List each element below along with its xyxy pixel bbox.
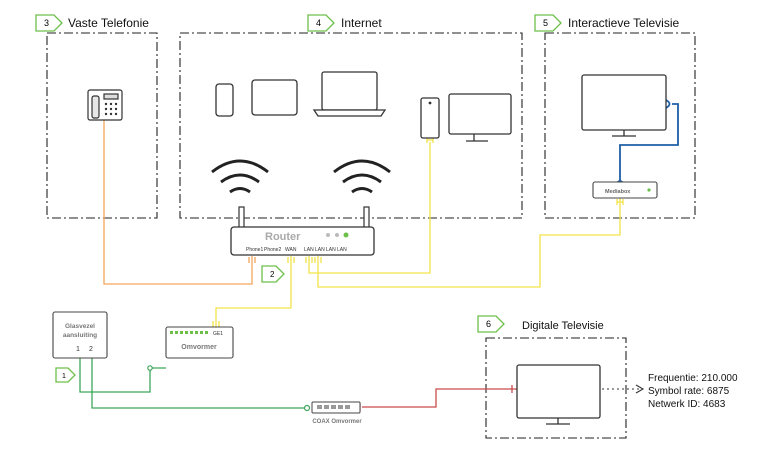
cable-fiber-2	[91, 358, 310, 409]
tv-digital-icon	[516, 364, 601, 425]
router-port-phone1: Phone1	[246, 247, 263, 253]
wifi-icon-right	[333, 159, 391, 194]
marker-number: 1	[62, 373, 66, 380]
glasvezel-port-1: 1	[76, 346, 80, 353]
section-title-digitale-tv: Digitale Televisie	[522, 320, 604, 332]
cable-wan	[215, 256, 292, 327]
desk-phone-icon	[87, 89, 123, 121]
router-port-lan1: LAN	[304, 247, 314, 253]
omvormer-label: Omvormer	[181, 344, 217, 351]
section-title-internet: Internet	[341, 16, 382, 30]
glasvezel-label-1: Glasvezel	[65, 323, 95, 330]
section-box-vaste-telefonie	[46, 32, 158, 219]
marker-number: 3	[44, 18, 49, 28]
cable-hdmi	[619, 103, 679, 182]
marker-vaste-telefonie: 3	[35, 14, 63, 32]
smartphone-icon	[215, 83, 234, 117]
mediabox-label: Mediabox	[605, 189, 631, 195]
coax-omvormer-label: COAX Omvormer	[312, 419, 362, 425]
marker-glasvezel: 1	[55, 367, 76, 383]
wifi-icon-left	[211, 159, 269, 194]
tablet-icon	[251, 79, 298, 116]
cable-lan-desktop	[308, 142, 431, 274]
mediabox-device	[592, 181, 658, 199]
marker-router: 2	[261, 265, 285, 283]
section-box-internet	[179, 32, 523, 219]
marker-number: 5	[543, 18, 548, 28]
section-title-vaste-telefonie: Vaste Telefonie	[68, 16, 149, 30]
marker-number: 2	[270, 270, 275, 279]
marker-interactieve-tv: 5	[534, 14, 562, 32]
cable-lan-mediabox	[317, 198, 621, 288]
desktop-computer-icon	[420, 93, 512, 142]
omvormer-device	[165, 326, 234, 359]
router-port-phone2: Phone2	[264, 247, 281, 253]
coax-omvormer-device	[311, 401, 361, 414]
glasvezel-port-2: 2	[89, 346, 93, 353]
omvormer-port: GE1	[213, 331, 223, 337]
section-title-interactieve-tv: Interactieve Televisie	[568, 16, 679, 30]
cable-fiber-1	[79, 358, 166, 393]
cable-phone	[103, 120, 253, 285]
dtv-symbol-rate: Symbol rate: 6875	[648, 386, 730, 397]
marker-number: 4	[316, 18, 321, 28]
dtv-frequentie: Frequentie: 210.000	[648, 373, 738, 384]
router-port-lan2: LAN	[315, 247, 325, 253]
glasvezel-aansluiting	[52, 311, 108, 359]
dtv-netwerk-id: Netwerk ID: 4683	[648, 399, 726, 410]
router-port-wan: WAN	[285, 247, 297, 253]
marker-digitale-tv: 6	[477, 315, 505, 333]
tv-itv-icon	[581, 74, 667, 137]
router-port-lan4: LAN	[337, 247, 347, 253]
router-device	[230, 206, 375, 256]
section-box-digitale-tv	[485, 337, 627, 439]
router-title: Router	[265, 231, 301, 243]
laptop-icon	[312, 71, 387, 117]
cable-coax	[362, 388, 517, 408]
marker-internet: 4	[307, 14, 335, 32]
marker-number: 6	[486, 319, 491, 329]
router-port-lan3: LAN	[326, 247, 336, 253]
glasvezel-label-2: aansluiting	[63, 332, 97, 339]
